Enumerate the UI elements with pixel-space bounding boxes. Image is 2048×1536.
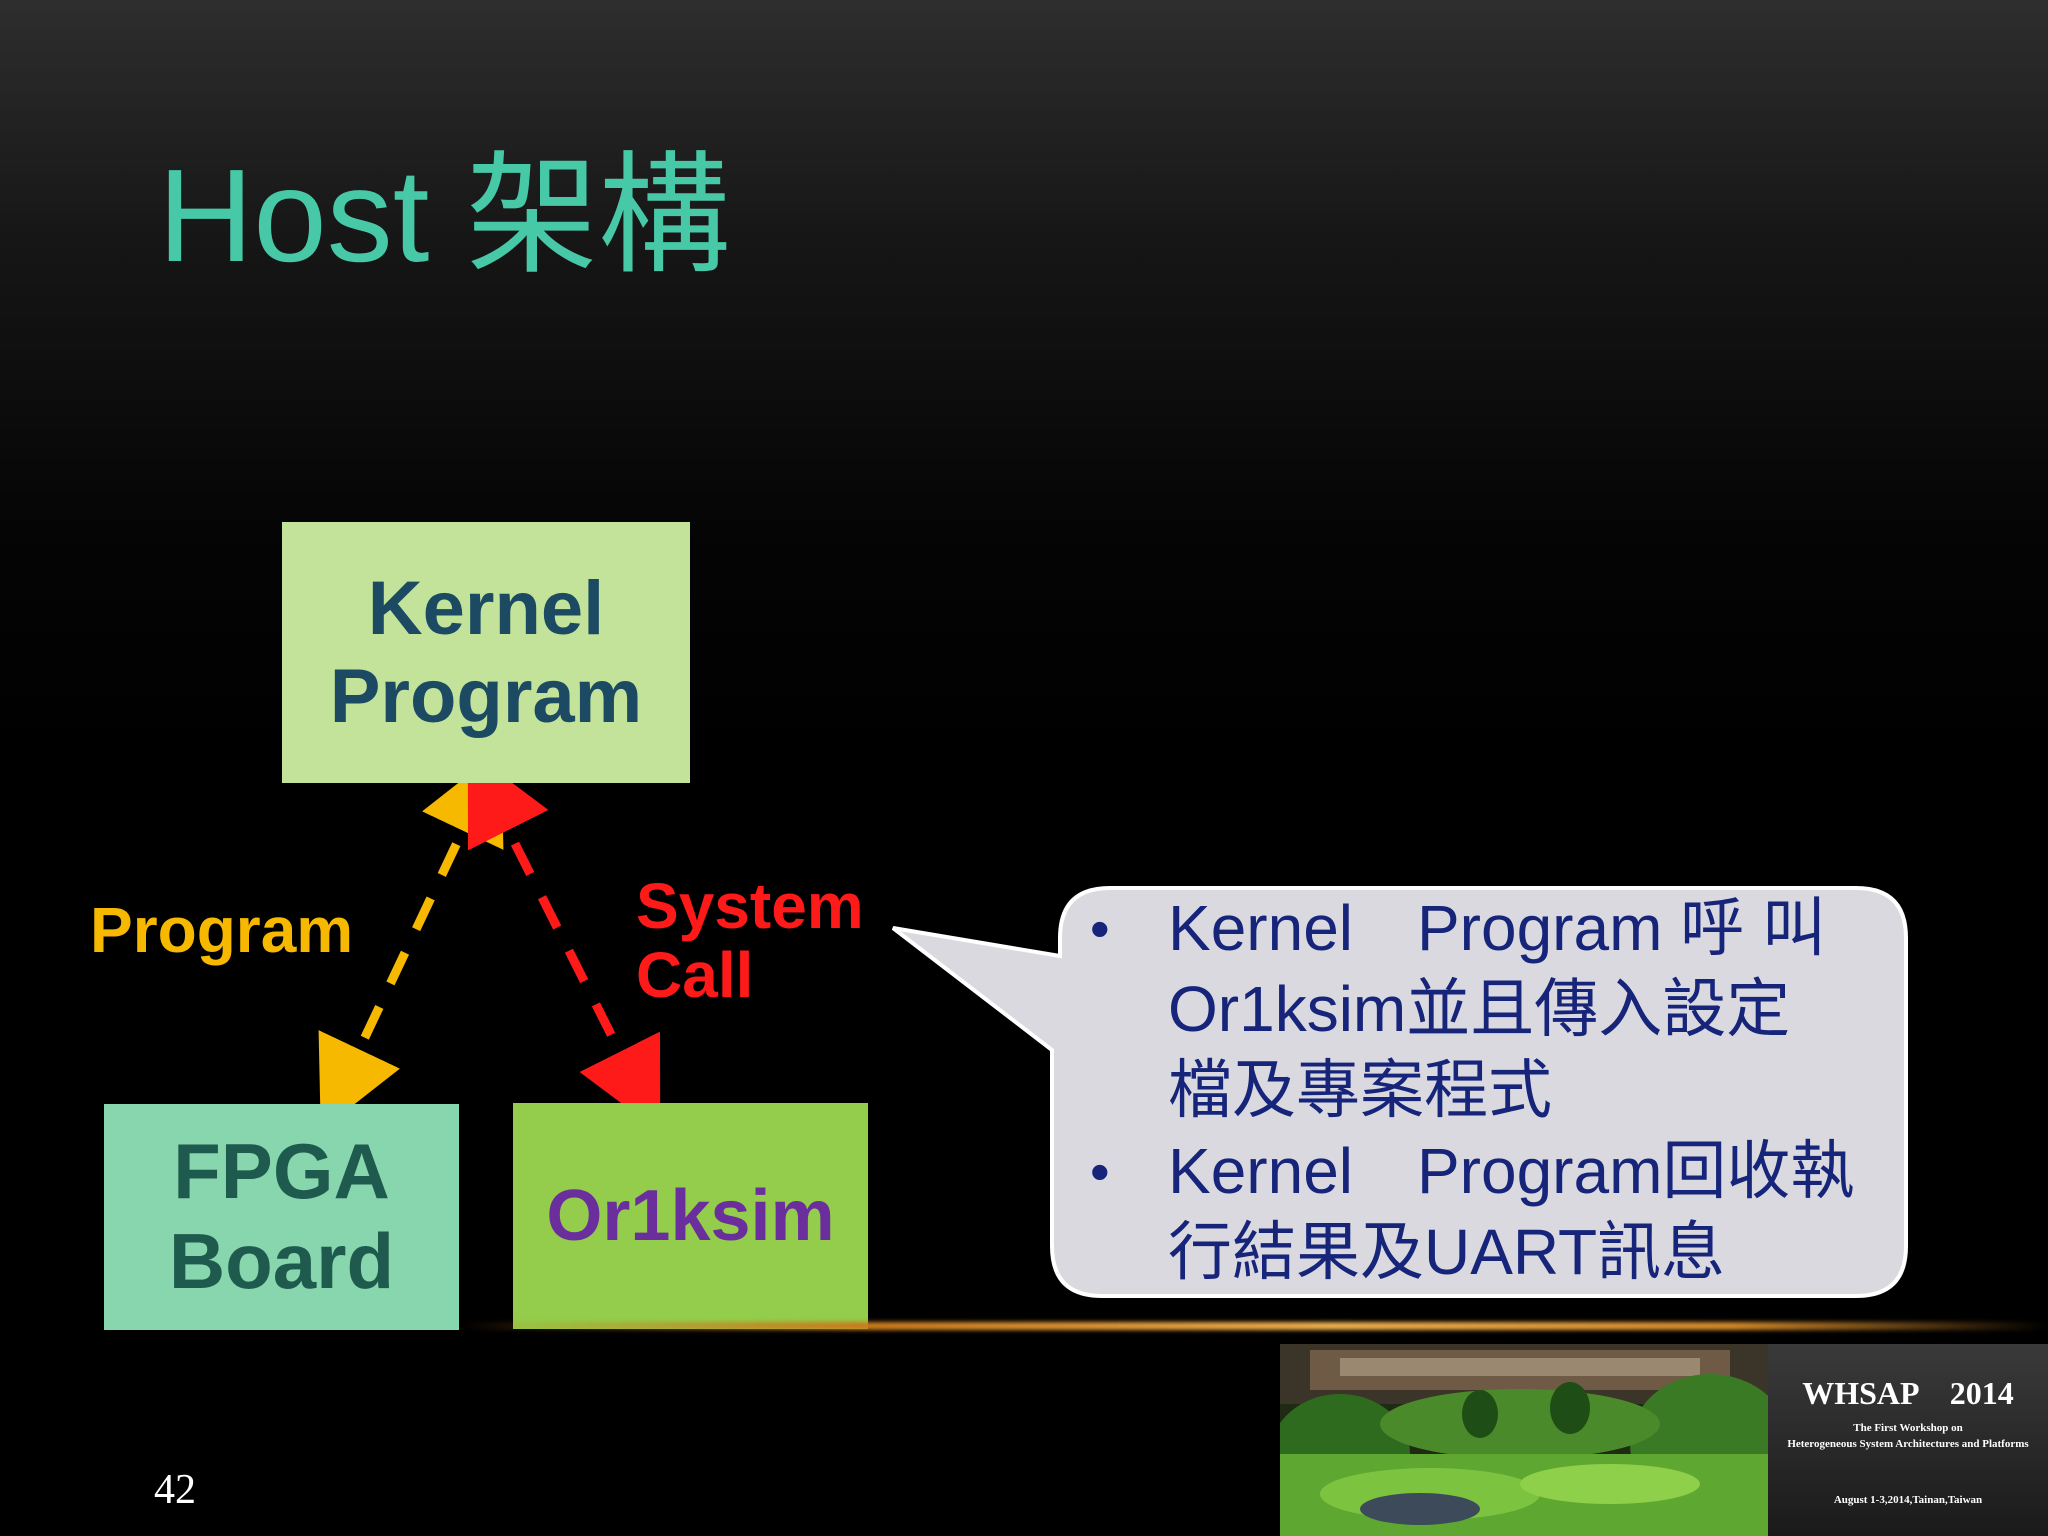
slide-title: Host 架構 [158, 142, 731, 289]
callout-line: Or1ksim並且傳入設定 [1168, 973, 1791, 1045]
callout-line: 行結果及UART訊息 [1168, 1216, 1726, 1288]
kernel-box-line1: Kernel [367, 566, 605, 652]
bullet-marker: • [1090, 897, 1110, 960]
callout-line: 檔及專案程式 [1168, 1054, 1552, 1126]
or1ksim-box-label: Or1ksim [546, 1175, 835, 1256]
callout-bullet-list: • Kernel Program 呼 叫 Or1ksim並且傳入設定 檔及專案程… [1090, 888, 1880, 1293]
banner-date: August 1-3,2014,Tainan,Taiwan [1833, 1494, 1983, 1506]
banner-subtitle-line1: The First Workshop on [1853, 1422, 1963, 1434]
syscall-label-line2: Call [636, 939, 754, 1012]
banner-title: WHSAP 2014 [1802, 1375, 2014, 1411]
callout-line: Kernel Program 呼 叫 [1168, 892, 1826, 964]
orange-divider-line [460, 1322, 2048, 1330]
kernel-program-box: Kernel Program [282, 522, 690, 783]
kernel-box-line2: Program [329, 653, 643, 739]
or1ksim-box: Or1ksim [513, 1103, 868, 1329]
banner-subtitle-line2: Heterogeneous System Architectures and P… [1787, 1438, 2029, 1450]
syscall-label-line1: System [636, 870, 864, 942]
fpga-box-line1: FPGA [173, 1127, 390, 1216]
fpga-box-line2: Board [168, 1217, 395, 1305]
garden-photo [1280, 1344, 1768, 1536]
conference-banner: WHSAP 2014 The First Workshop on Heterog… [1280, 1344, 2048, 1536]
program-arrow-label: Program [90, 894, 354, 966]
bullet-marker: • [1090, 1140, 1110, 1203]
page-number: 42 [154, 1467, 196, 1513]
program-arrow [318, 749, 504, 1131]
callout-line: Kernel Program回收執 [1168, 1135, 1855, 1207]
callout-bullet-item: • Kernel Program回收執 行結果及UART訊息 [1090, 1131, 1880, 1293]
banner-text-panel: WHSAP 2014 The First Workshop on Heterog… [1768, 1344, 2048, 1536]
syscall-arrow [467, 749, 661, 1133]
fpga-board-box: FPGA Board [104, 1104, 459, 1330]
banner-subtitle: The First Workshop on Heterogeneous Syst… [1774, 1420, 2042, 1452]
syscall-arrow-label: System Call [636, 870, 864, 1012]
callout-bullet-item: • Kernel Program 呼 叫 Or1ksim並且傳入設定 檔及專案程… [1090, 888, 1880, 1131]
